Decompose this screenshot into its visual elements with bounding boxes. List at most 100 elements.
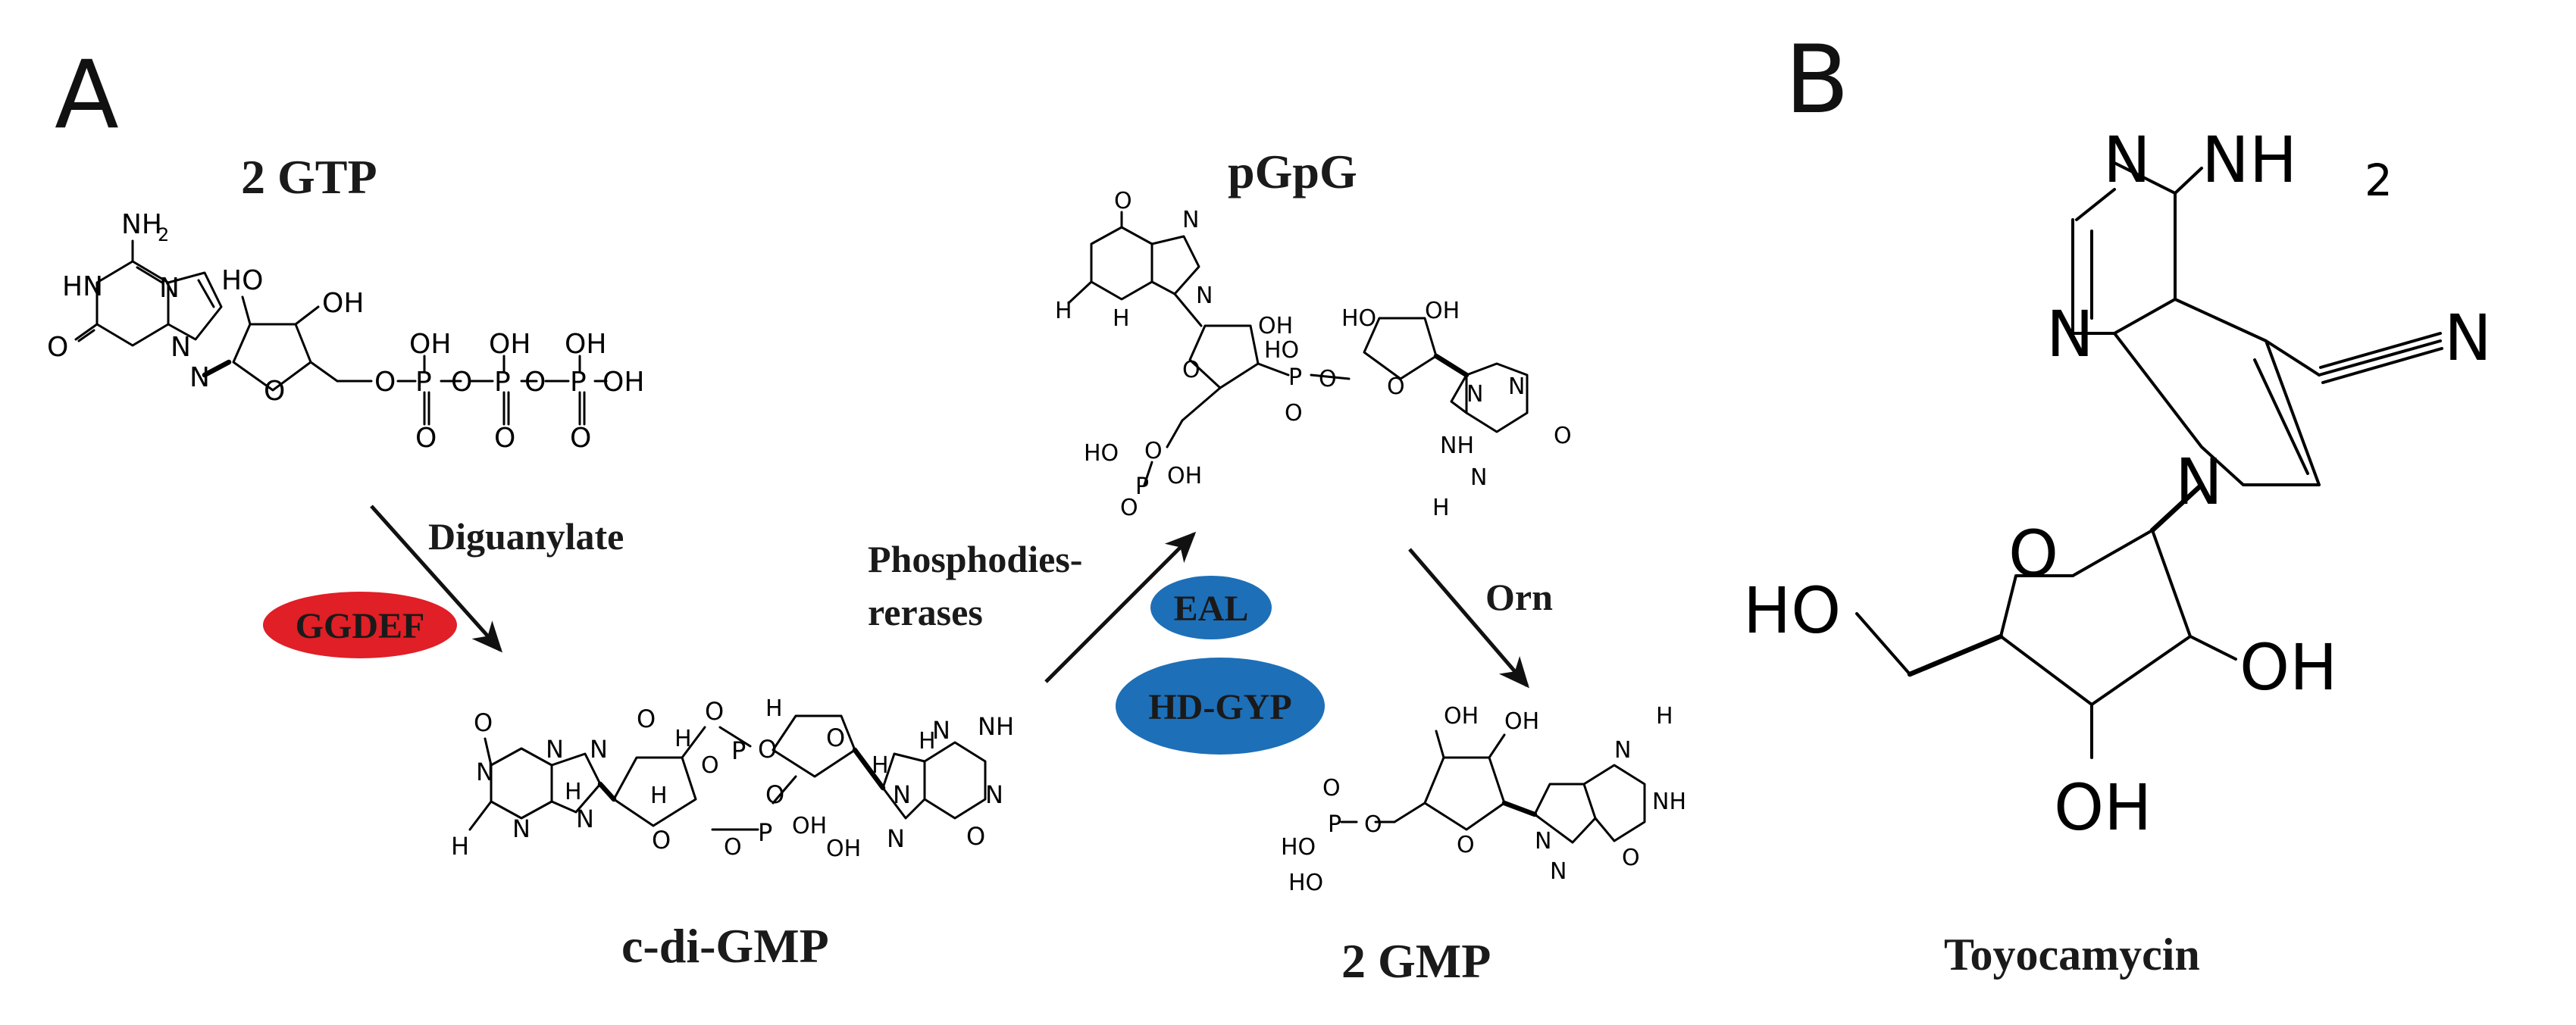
- svg-text:N: N: [1550, 858, 1567, 885]
- svg-text:OH: OH: [792, 813, 827, 839]
- arrow-pgpg-to-gmp: [1408, 548, 1529, 689]
- svg-text:O: O: [1182, 357, 1200, 383]
- hdgyp-badge: HD-GYP: [1116, 658, 1325, 755]
- svg-text:N: N: [985, 780, 1003, 809]
- svg-text:H: H: [1432, 495, 1450, 521]
- svg-text:N: N: [887, 824, 905, 853]
- panel-b-letter: B: [1785, 26, 1849, 135]
- diguanylate-label: Diguanylate: [428, 515, 624, 558]
- svg-text:P: P: [758, 818, 772, 847]
- svg-text:H: H: [1656, 703, 1673, 730]
- svg-text:P: P: [494, 367, 511, 398]
- svg-text:2: 2: [2365, 155, 2393, 206]
- svg-text:O: O: [570, 423, 591, 454]
- svg-text:N: N: [1196, 283, 1213, 309]
- svg-text:NH: NH: [2202, 123, 2297, 197]
- svg-text:O: O: [1322, 775, 1341, 802]
- svg-text:O: O: [474, 708, 493, 737]
- hdgyp-label: HD-GYP: [1148, 687, 1291, 727]
- svg-text:H: H: [565, 779, 582, 805]
- svg-text:O: O: [1554, 423, 1572, 449]
- svg-text:N: N: [159, 273, 180, 304]
- svg-text:O: O: [966, 822, 985, 851]
- svg-text:N: N: [893, 780, 911, 809]
- pgpg-label: pGpG: [1228, 145, 1357, 198]
- svg-text:O: O: [1114, 188, 1132, 214]
- svg-text:N: N: [546, 735, 564, 764]
- svg-text:HO: HO: [1743, 573, 1841, 648]
- svg-text:OH: OH: [1258, 313, 1293, 339]
- svg-text:P: P: [731, 736, 746, 765]
- svg-text:H: H: [765, 695, 783, 722]
- svg-text:HO: HO: [1341, 305, 1376, 332]
- svg-text:O: O: [705, 697, 724, 726]
- svg-text:N: N: [1614, 737, 1631, 764]
- svg-text:O: O: [765, 780, 784, 809]
- svg-text:OH: OH: [409, 329, 451, 360]
- svg-text:O: O: [1364, 811, 1382, 838]
- svg-text:O: O: [1144, 438, 1163, 464]
- svg-text:N: N: [1466, 381, 1483, 408]
- svg-text:O: O: [374, 367, 396, 398]
- svg-text:O: O: [1319, 366, 1337, 392]
- svg-text:HO: HO: [221, 265, 263, 296]
- svg-text:O: O: [494, 423, 515, 454]
- svg-text:O: O: [1285, 400, 1303, 427]
- svg-text:H: H: [451, 832, 469, 861]
- svg-text:O: O: [1457, 832, 1475, 858]
- svg-text:HO: HO: [1084, 440, 1119, 467]
- svg-text:O: O: [1387, 373, 1405, 400]
- svg-text:O: O: [1622, 845, 1640, 871]
- svg-text:NH: NH: [1440, 433, 1474, 459]
- svg-text:O: O: [1120, 495, 1138, 521]
- toyocamycin-label: Toyocamycin: [1944, 930, 2200, 980]
- svg-text:OH: OH: [2054, 770, 2152, 845]
- svg-text:H: H: [675, 726, 692, 752]
- svg-text:N: N: [2046, 297, 2094, 371]
- svg-text:H: H: [919, 728, 936, 755]
- svg-text:O: O: [524, 367, 546, 398]
- svg-text:N: N: [476, 758, 494, 786]
- svg-text:N: N: [1182, 207, 1199, 233]
- svg-text:O: O: [451, 367, 472, 398]
- svg-text:N: N: [1535, 828, 1551, 855]
- svg-text:N: N: [590, 735, 608, 764]
- eal-label: EAL: [1174, 589, 1249, 629]
- orn-label: Orn: [1485, 576, 1553, 618]
- svg-text:NH: NH: [1652, 789, 1686, 815]
- svg-text:O: O: [2008, 517, 2058, 591]
- gmp-label: 2 GMP: [1341, 934, 1491, 988]
- svg-text:OH: OH: [1425, 298, 1460, 324]
- svg-text:O: O: [826, 723, 845, 752]
- svg-text:O: O: [758, 735, 777, 764]
- gtp-structure: NH 2 HN N O N N HO OH O O P O P O P OH O…: [47, 209, 644, 454]
- svg-text:OH: OH: [489, 329, 531, 360]
- svg-text:OH: OH: [322, 288, 364, 319]
- arrow-cdigmp-to-pgpg: [1044, 531, 1197, 683]
- svg-text:OH: OH: [1504, 708, 1539, 735]
- svg-text:N: N: [2103, 123, 2151, 197]
- svg-text:N: N: [1508, 373, 1525, 400]
- gmp-structure: OH OH O O P O HO HO N N N H NH O: [1281, 703, 1686, 896]
- svg-text:O: O: [652, 826, 671, 855]
- cdigmp-structure: O N N N N N H O H H H O O P O O H O H O …: [451, 695, 1014, 862]
- pgpg-structure: O N H H N OH O HO P O O HO OH O N N NH O…: [1055, 188, 1572, 521]
- svg-text:H: H: [872, 752, 889, 779]
- svg-text:O: O: [415, 423, 437, 454]
- svg-text:OH: OH: [826, 836, 861, 862]
- cdigmp-label: c-di-GMP: [621, 919, 829, 973]
- svg-text:P: P: [570, 367, 587, 398]
- svg-text:OH: OH: [2240, 630, 2337, 705]
- svg-text:O: O: [701, 752, 719, 779]
- svg-text:P: P: [1328, 811, 1341, 838]
- phosphodiesterases-label-line1: Phosphodies-: [868, 538, 1082, 580]
- svg-text:OH: OH: [1444, 703, 1479, 730]
- svg-text:P: P: [415, 367, 432, 398]
- svg-text:N: N: [1470, 464, 1487, 491]
- svg-text:P: P: [1288, 364, 1302, 391]
- svg-text:OH: OH: [603, 367, 644, 398]
- svg-text:NH: NH: [978, 712, 1014, 741]
- svg-text:H: H: [650, 783, 668, 809]
- svg-text:N: N: [576, 805, 594, 833]
- phosphodiesterases-label-line2: rerases: [868, 591, 983, 633]
